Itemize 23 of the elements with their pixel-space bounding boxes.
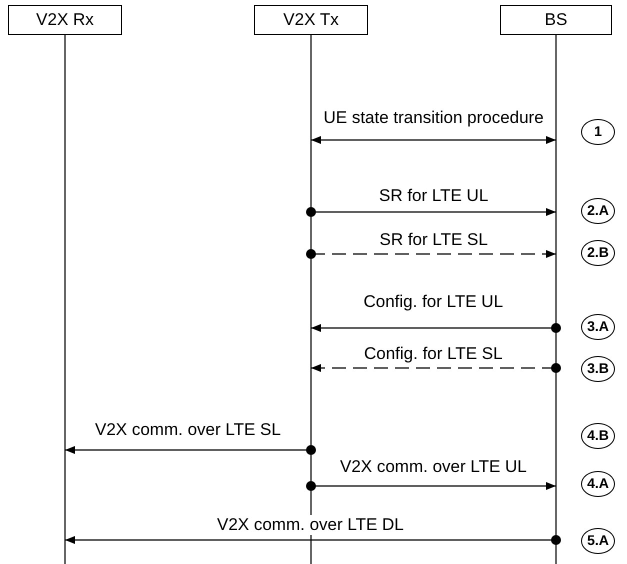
edge-label: Config. for LTE UL [362, 292, 506, 312]
step-number: 3.B [581, 356, 615, 382]
step-number: 4.B [581, 423, 615, 449]
participant-box: BS [500, 5, 612, 35]
edge-label: Config. for LTE SL [362, 344, 505, 364]
participant-box: V2X Rx [8, 5, 122, 35]
participant-box: V2X Tx [254, 5, 368, 35]
step-number: 1 [581, 119, 615, 145]
message-arrow [65, 445, 316, 455]
message-arrow [65, 535, 561, 545]
step-number: 2.B [581, 240, 615, 266]
message-arrow [311, 363, 561, 373]
edge-label: V2X comm. over LTE DL [215, 515, 406, 535]
message-arrow [311, 136, 556, 144]
edge-label: UE state transition procedure [322, 108, 546, 128]
message-arrow [306, 207, 556, 217]
step-number: 5.A [581, 528, 615, 554]
message-arrow [311, 323, 561, 333]
message-arrow [306, 481, 556, 491]
step-number: 2.A [581, 198, 615, 224]
message-arrow [306, 249, 556, 259]
step-number: 4.A [581, 471, 615, 497]
step-number: 3.A [581, 314, 615, 340]
